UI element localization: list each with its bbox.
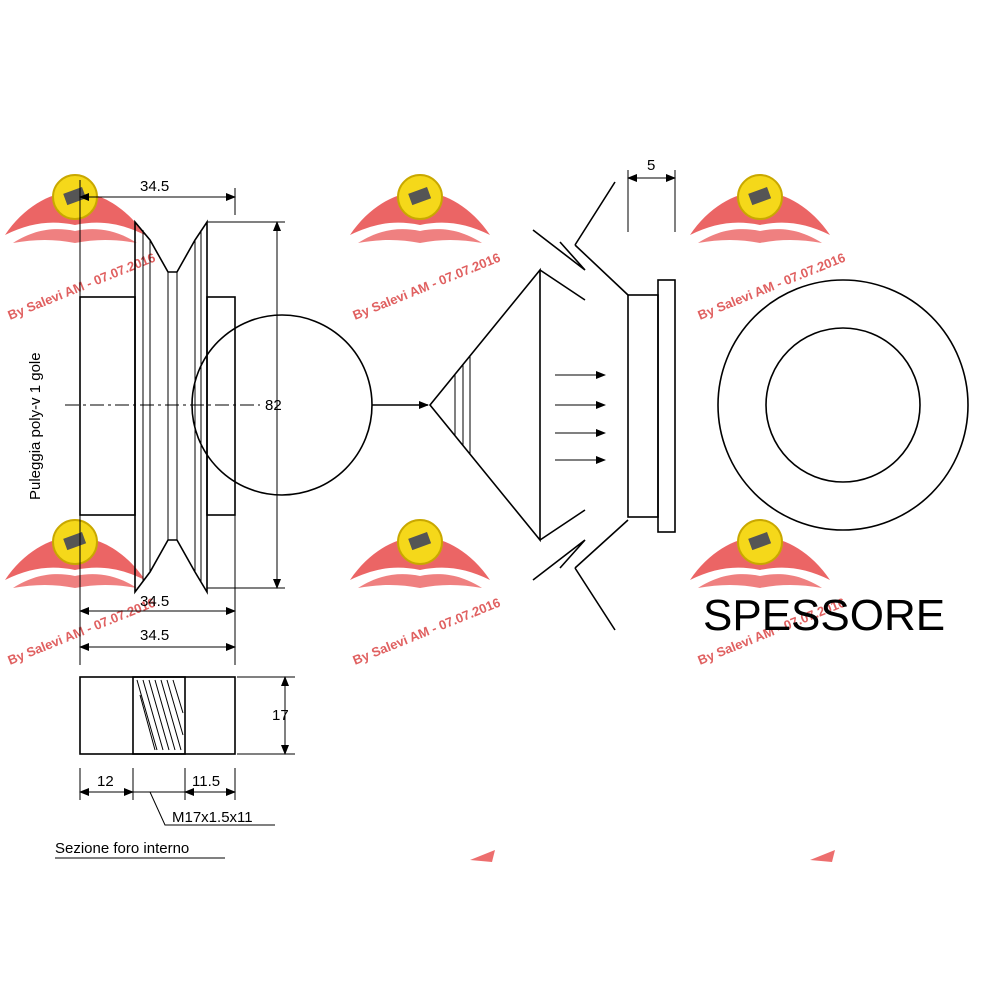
watermark-text: By Salevi AM - 07.07.2016 — [351, 250, 503, 323]
bore-section-view: 17 12 11.5 M17x1.5x11 Sezione foro inter… — [55, 676, 295, 859]
dim-thickness-label: 5 — [647, 157, 655, 174]
spessore-title: SPESSORE — [703, 591, 945, 640]
washer-front-view — [717, 279, 969, 531]
watermark-logo — [349, 519, 491, 589]
watermark-logo — [4, 519, 146, 589]
watermark-logo — [4, 174, 146, 244]
side-view-dimensions: 34.5 82 34.5 34.5 Puleggia poly-v 1 gole — [27, 178, 285, 665]
watermark-text: By Salevi AM - 07.07.2016 — [351, 595, 503, 668]
thread-spec-label: M17x1.5x11 — [172, 809, 253, 826]
thickness-detail-view: 5 — [428, 157, 676, 631]
watermark-logo — [689, 174, 831, 244]
dim-bottom-label-2: 34.5 — [140, 627, 169, 644]
watermark-fragment — [470, 850, 495, 862]
dim-height-label: 82 — [265, 397, 282, 414]
section-height-label: 17 — [272, 707, 289, 724]
dim-bottom-label-1: 34.5 — [140, 593, 169, 610]
watermark-text: By Salevi AM - 07.07.2016 — [696, 250, 848, 323]
section-right-label: 11.5 — [192, 773, 220, 790]
watermark-text: By Salevi AM - 07.07.2016 — [6, 595, 158, 668]
section-left-label: 12 — [97, 773, 114, 790]
section-caption: Sezione foro interno — [55, 840, 189, 857]
watermark-logo — [689, 519, 831, 589]
pulley-side-view — [65, 219, 260, 595]
watermark-fragment — [810, 850, 835, 862]
watermark-logo — [349, 174, 491, 244]
dim-top-label: 34.5 — [140, 178, 169, 195]
pulley-vertical-label: Puleggia poly-v 1 gole — [27, 352, 44, 500]
